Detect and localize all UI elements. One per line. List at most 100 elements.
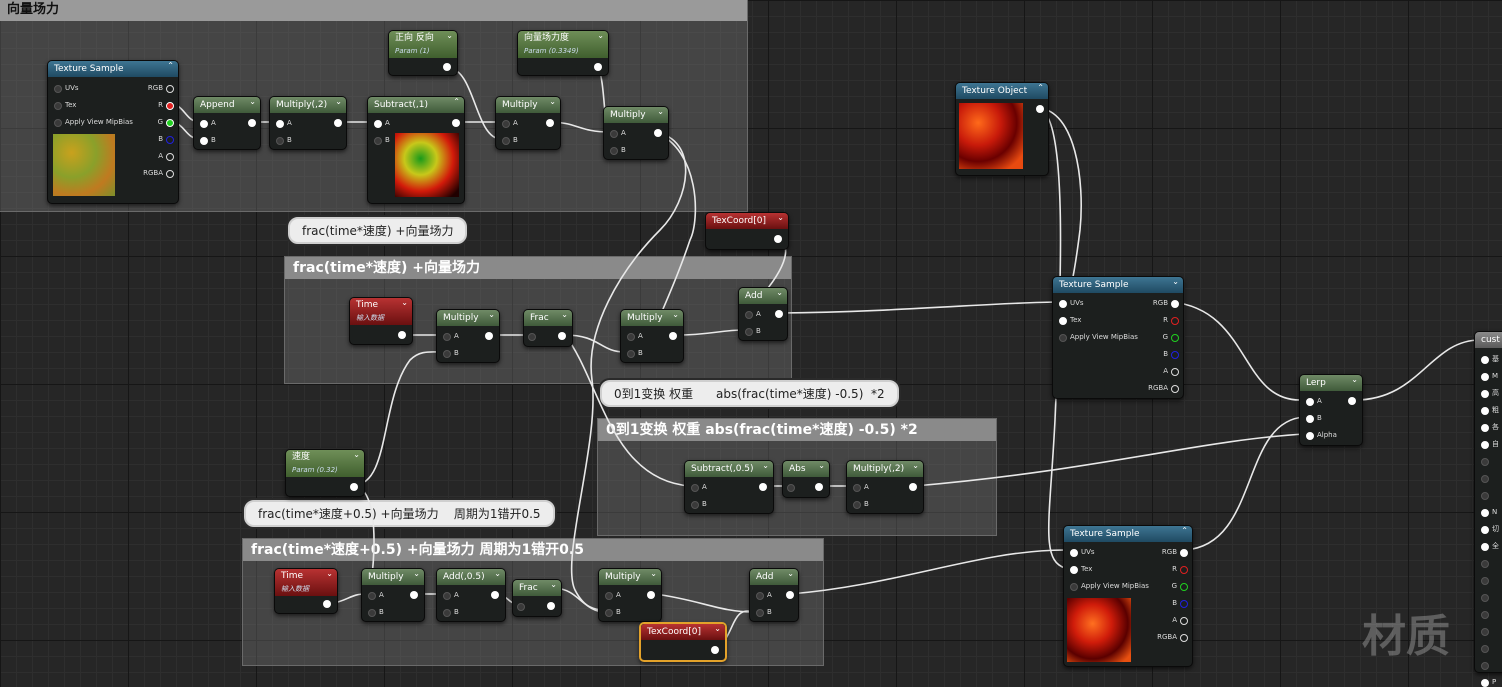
chevron-down-icon[interactable]: ⌄: [249, 97, 256, 106]
output-pin[interactable]: [711, 646, 719, 654]
node-title[interactable]: Multiply(,2): [270, 97, 346, 113]
material-input-pin[interactable]: 粗: [1479, 405, 1499, 415]
chevron-down-icon[interactable]: ⌄: [672, 310, 679, 319]
node-title[interactable]: Subtract(,0.5): [685, 461, 773, 477]
chevron-down-icon[interactable]: ⌄: [787, 569, 794, 578]
texture-sample-node[interactable]: Texture Sample ⌄ UVs Tex Apply View MipB…: [1052, 276, 1184, 399]
material-input-pin[interactable]: 高: [1479, 388, 1499, 398]
chevron-down-icon[interactable]: ⌄: [326, 569, 333, 578]
output-pin-g[interactable]: G: [158, 117, 176, 127]
subtract-1-node[interactable]: Subtract(,1) ⌃ A B: [367, 96, 465, 204]
chevron-up-icon[interactable]: ⌃: [1037, 83, 1044, 92]
input-pin-a[interactable]: A: [372, 118, 390, 128]
input-pin-b[interactable]: B: [603, 607, 621, 617]
input-pin-mipbias[interactable]: Apply View MipBias: [1068, 581, 1149, 591]
output-pin[interactable]: [647, 591, 655, 599]
output-pin[interactable]: [334, 119, 342, 127]
output-pin[interactable]: [398, 331, 406, 339]
node-title[interactable]: Subtract(,1): [368, 97, 464, 113]
input-pin-a[interactable]: A: [851, 482, 869, 492]
material-input-pin[interactable]: 自: [1479, 439, 1499, 449]
material-input-pin[interactable]: 全: [1479, 541, 1499, 551]
input-pin-b[interactable]: B: [754, 607, 772, 617]
output-pin-r[interactable]: R: [1172, 564, 1190, 574]
chevron-down-icon[interactable]: ⌄: [597, 31, 604, 40]
multiply-node[interactable]: Multiply ⌄ A B: [436, 309, 500, 363]
multiply-node[interactable]: Multiply ⌄ A B: [361, 568, 425, 622]
input-pin-b[interactable]: B: [441, 607, 459, 617]
output-pin[interactable]: [815, 483, 823, 491]
output-pin-r[interactable]: R: [1163, 315, 1181, 325]
output-pin[interactable]: [1348, 397, 1356, 405]
chevron-down-icon[interactable]: ⌄: [776, 288, 783, 297]
node-title[interactable]: Add(,0.5): [437, 569, 505, 585]
chevron-up-icon[interactable]: ⌃: [1181, 526, 1188, 535]
multiply-node[interactable]: Multiply ⌄ A B: [603, 106, 669, 160]
node-title[interactable]: Multiply(,2): [847, 461, 923, 477]
append-node[interactable]: Append ⌄ A B: [193, 96, 261, 150]
chevron-down-icon[interactable]: ⌄: [488, 310, 495, 319]
input-pin-tex[interactable]: Tex: [1057, 315, 1081, 325]
input-pin-b[interactable]: B: [372, 135, 390, 145]
comment-title[interactable]: frac(time*速度) +向量场力: [285, 257, 791, 279]
output-pin[interactable]: [491, 591, 499, 599]
chevron-down-icon[interactable]: ⌄: [657, 107, 664, 116]
output-pin-b[interactable]: B: [1163, 349, 1181, 359]
input-pin-a[interactable]: A: [500, 118, 518, 128]
input-pin-uvs[interactable]: UVs: [1068, 547, 1095, 557]
node-title[interactable]: Frac: [513, 580, 561, 596]
output-pin-g[interactable]: G: [1163, 332, 1181, 342]
chevron-down-icon[interactable]: ⌄: [413, 569, 420, 578]
material-input-pin[interactable]: 切: [1479, 524, 1499, 534]
output-pin-b[interactable]: B: [158, 134, 176, 144]
chevron-down-icon[interactable]: ⌄: [777, 213, 784, 222]
output-pin[interactable]: [350, 483, 358, 491]
output-pin[interactable]: [248, 119, 256, 127]
texture-sample-node[interactable]: Texture Sample ⌃ UVs Tex Apply View MipB…: [47, 60, 179, 204]
frac-node[interactable]: Frac ⌄: [523, 309, 573, 347]
output-pin-r[interactable]: R: [158, 100, 176, 110]
chevron-down-icon[interactable]: ⌄: [762, 461, 769, 470]
chevron-down-icon[interactable]: ⌄: [650, 569, 657, 578]
material-input-pin[interactable]: M: [1479, 371, 1498, 381]
output-pin[interactable]: [546, 119, 554, 127]
node-title[interactable]: Frac: [524, 310, 572, 326]
input-pin-uvs[interactable]: UVs: [52, 83, 79, 93]
add-node[interactable]: Add ⌄ A B: [749, 568, 799, 622]
output-pin[interactable]: [1036, 105, 1044, 113]
input-pin-a[interactable]: A: [608, 128, 626, 138]
input-pin-b[interactable]: B: [198, 135, 216, 145]
comment-title[interactable]: frac(time*速度+0.5) +向量场力 周期为1错开0.5: [243, 539, 823, 561]
subtract-0.5-node[interactable]: Subtract(,0.5) ⌄ A B: [684, 460, 774, 514]
chevron-down-icon[interactable]: ⌄: [335, 97, 342, 106]
input-pin-b[interactable]: B: [441, 348, 459, 358]
output-pin[interactable]: [775, 310, 783, 318]
chevron-down-icon[interactable]: ⌄: [818, 461, 825, 470]
input-pin-a[interactable]: A: [1304, 396, 1322, 406]
input-pin-b[interactable]: B: [625, 348, 643, 358]
output-pin[interactable]: [909, 483, 917, 491]
output-pin[interactable]: [786, 591, 794, 599]
frac-node[interactable]: Frac ⌄: [512, 579, 562, 617]
node-title[interactable]: Append: [194, 97, 260, 113]
node-title[interactable]: Multiply: [604, 107, 668, 123]
input-pin-a[interactable]: A: [441, 590, 459, 600]
output-pin[interactable]: [558, 332, 566, 340]
node-title[interactable]: Abs: [783, 461, 829, 477]
input-pin-a[interactable]: A: [441, 331, 459, 341]
chevron-down-icon[interactable]: ⌄: [1172, 277, 1179, 286]
input-pin-mipbias[interactable]: Apply View MipBias: [52, 117, 133, 127]
material-input-pin[interactable]: 各: [1479, 422, 1499, 432]
chevron-down-icon[interactable]: ⌄: [550, 580, 557, 589]
output-pin[interactable]: [452, 119, 460, 127]
node-title[interactable]: TexCoord[0]: [706, 213, 788, 229]
chevron-up-icon[interactable]: ⌃: [167, 61, 174, 70]
input-pin-tex[interactable]: Tex: [52, 100, 76, 110]
output-pin[interactable]: [443, 63, 451, 71]
